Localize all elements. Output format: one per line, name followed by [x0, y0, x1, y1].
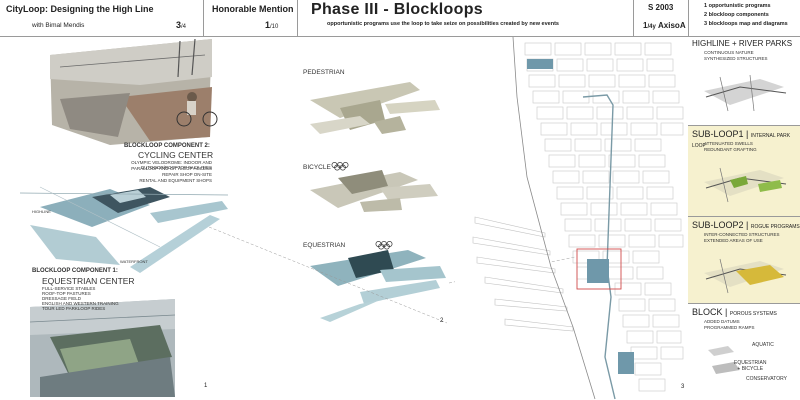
olympic-rings-icon: [331, 162, 349, 171]
project-title: CityLoop: Designing the High Line: [6, 4, 154, 14]
sidebar-diagram: [708, 346, 740, 374]
panel-3-number: 3: [681, 384, 685, 390]
comp1-line-5: TOUR LED PARKLOOP RIDES: [42, 306, 106, 311]
comp1-line-1: FULL-SERVICE STABLES: [42, 286, 96, 291]
block-label-conservatory: CONSERVATORY: [746, 376, 787, 382]
comp2-line-3: REPAIR SHOP ON-SITE: [162, 172, 212, 177]
sidebar-line: EXTENDED AREAS OF USE: [704, 238, 763, 243]
sidebar-box-sub-loop1: SUB-LOOP1 | INTERNAL PARK LOOP ATTENUATE…: [688, 126, 800, 216]
comp1-title: BLOCKLOOP COMPONENT 1:: [32, 268, 118, 274]
panel-2-drawing: [310, 82, 446, 322]
panel-1-drawing: [19, 38, 229, 397]
mode-label-equestrian: EQUESTRIAN: [303, 242, 346, 249]
panel-2-number: 2: [440, 318, 444, 324]
panel-1-number: 1: [204, 383, 208, 389]
project-subtitle: with Bimal Mendis: [32, 22, 85, 29]
comp1-line-4: ENGLISH AND WESTERN TRAINING: [42, 301, 119, 306]
comp1-line-3: DRESSAGE FIELD: [42, 296, 82, 301]
olympic-rings-icon: [375, 241, 393, 250]
header-cell-semester: [633, 0, 689, 36]
panel-3-map: [455, 37, 684, 400]
comp1-name: EQUESTRIAN CENTER: [42, 276, 135, 286]
legend-item-2: 2 blockloop components: [704, 12, 769, 18]
sidebar-line: ADDED DATUMS: [704, 319, 740, 324]
comp2-line-4: RENTAL AND EQUIPMENT SHOPS: [139, 178, 212, 183]
comp2-line-2: PARALLOOP AND CITYLOOP ACCESS: [131, 166, 212, 171]
header-cell-phase: [297, 0, 634, 36]
award-fraction: 1/10: [265, 20, 279, 30]
sidebar-head: BLOCK | POROUS SYSTEMS: [692, 307, 777, 317]
phase-title: Phase III - Blockloops: [311, 1, 483, 18]
sidebar-line: CONTINUOUS NATURE: [704, 50, 754, 55]
sheet-fraction: 3/4: [176, 20, 187, 30]
legend-item-1: 1 opportunistic programs: [704, 3, 771, 9]
header-bar: CityLoop: Designing the High Line with B…: [0, 0, 800, 36]
header-cell-award: [203, 0, 298, 36]
block-label-equestrian-bicycle: EQUESTRIAN + BICYCLE: [734, 360, 767, 372]
mode-label-bicycle: BICYCLE: [303, 164, 331, 171]
header-divider: [0, 36, 800, 37]
sidebar-diagram: [704, 167, 787, 203]
sidebar-diagram: [704, 258, 787, 294]
author-label: 1/4y AxisoA: [643, 21, 686, 30]
comp2-line-1: OLYMPIC VELODROME: INDOOR AND OUTDOOR/RO…: [131, 160, 212, 170]
sidebar-line: ATTENUATED SWELLS: [704, 141, 753, 146]
panel-2-connector-lines: [209, 226, 448, 324]
comp2-title: BLOCKLOOP COMPONENT 2:: [124, 143, 210, 149]
waterfront-label: WATERFRONT: [120, 259, 148, 264]
sidebar-box-sub-loop2: SUB-LOOP2 | ROGUE PROGRAMS INTER-CONNECT…: [688, 217, 800, 303]
mode-label-pedestrian: PEDESTRIAN: [303, 69, 345, 76]
sidebar-box-block: BLOCK | POROUS SYSTEMS ADDED DATUMS PROG…: [688, 304, 800, 400]
sidebar-head: SUB-LOOP2 | ROGUE PROGRAMS: [692, 220, 800, 230]
comp2-name: CYCLING CENTER: [138, 150, 214, 160]
sidebar-line: PROGRAMMED RAMPS: [704, 325, 755, 330]
sidebar-line: SYNTHESIZED STRUCTURES: [704, 56, 768, 61]
header-cell-project: [0, 0, 204, 36]
block-label-aquatic: AQUATIC: [752, 342, 774, 348]
sidebar-line: REDUNDANT GRAFTING: [704, 147, 757, 152]
highline-label: HIGHLINE: [32, 209, 51, 214]
phase-subtitle: opportunistic programs use the loop to t…: [327, 21, 559, 27]
semester-label: S 2003: [648, 3, 674, 12]
sidebar-diagram: [704, 74, 787, 112]
sidebar-head: HIGHLINE + RIVER PARKS: [692, 39, 793, 48]
sidebar-box-highline-river-parks: HIGHLINE + RIVER PARKS CONTINUOUS NATURE…: [688, 37, 800, 125]
comp1-line-2: ROOF-TOP PASTURES: [42, 291, 91, 296]
sidebar-line: INTER-CONNECTED STRUCTURES: [704, 232, 780, 237]
sidebar-head: SUB-LOOP1 | INTERNAL PARK LOOP: [692, 129, 791, 149]
award-title: Honorable Mention: [212, 4, 294, 14]
legend-item-3: 3 blockloops map and diagrams: [704, 21, 788, 27]
